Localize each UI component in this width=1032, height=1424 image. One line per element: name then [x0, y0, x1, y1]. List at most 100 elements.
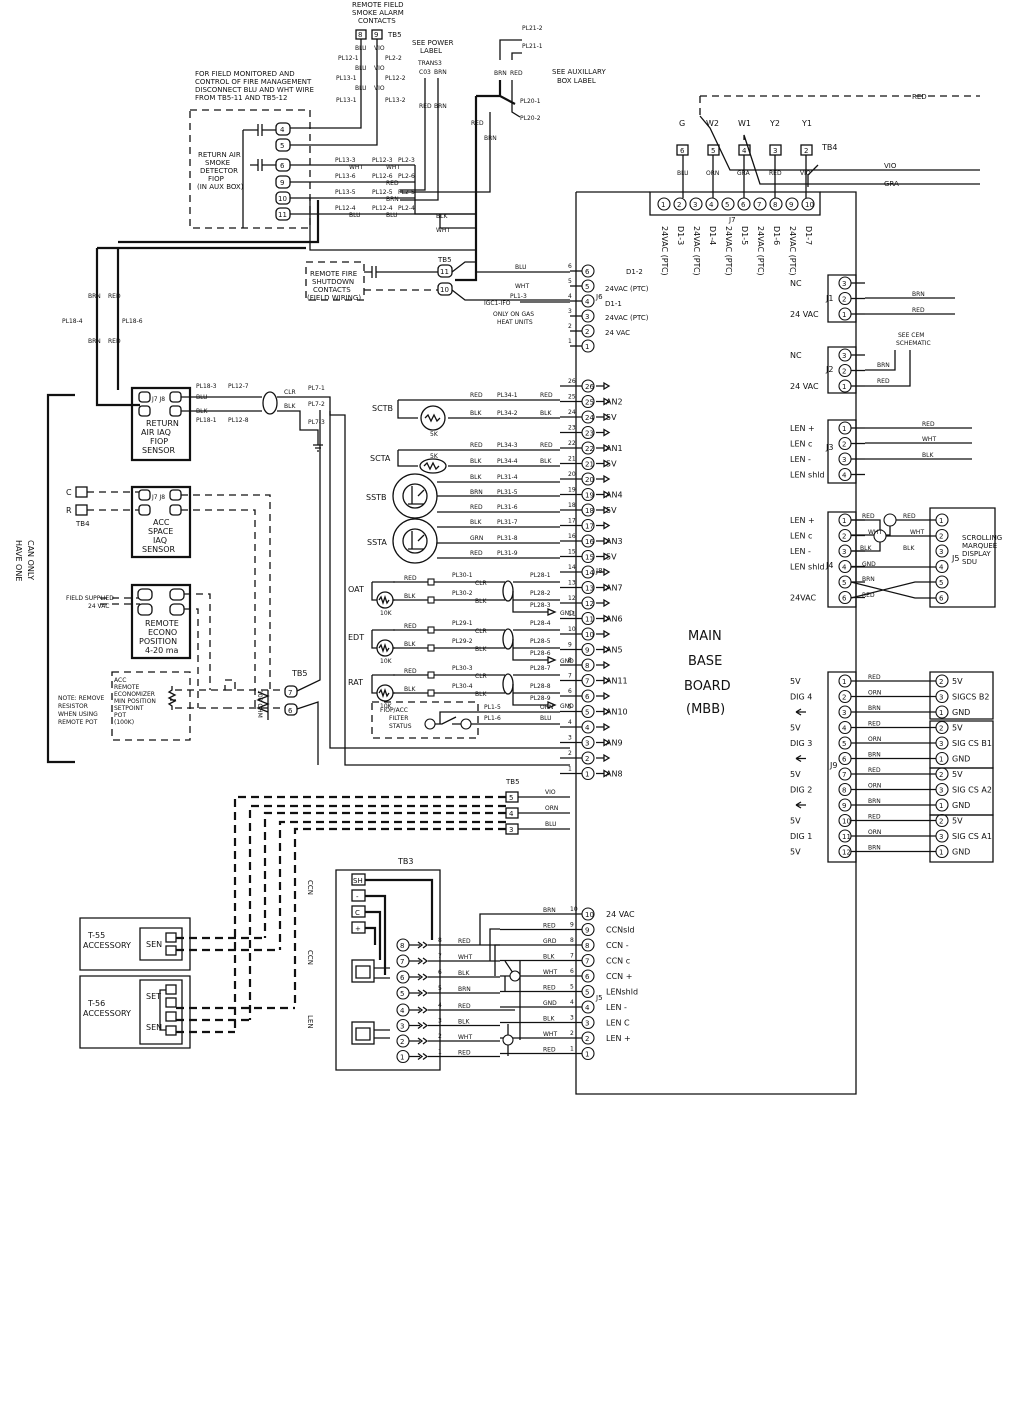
pl18-wiring: BRN RED PL18-4 PL18-6 BRN RED — [62, 200, 320, 407]
t55-term-2 — [165, 945, 177, 956]
j7-pin-9 — [785, 197, 799, 211]
smoke-alarm-note-2: SMOKE ALARM — [352, 9, 404, 17]
j8-func-24: 5V — [606, 413, 617, 422]
sstb-grn: BRN — [470, 489, 483, 496]
cs-pin-7-label: 2 — [939, 771, 943, 779]
filter-pl1: PL1-5 — [484, 704, 501, 711]
cs-func-9: GND — [952, 801, 970, 810]
j8-pin-8-label: 8 — [585, 662, 589, 670]
j8-pin-10-label: 10 — [585, 631, 594, 639]
j4-pin-5-label: 5 — [842, 579, 846, 587]
scta-pl2: PL34-4 — [497, 458, 518, 465]
j8-pin-19-label: 19 — [585, 492, 594, 500]
len-shield — [502, 1034, 514, 1046]
ccn-run-8 — [409, 941, 500, 949]
j9-color-1: RED — [868, 674, 881, 681]
j7-func-2: D1-3 — [676, 226, 685, 245]
cs-pin-6-label: 1 — [939, 756, 943, 764]
tb4-orn: ORN — [706, 170, 719, 177]
ccn-run-1 — [409, 1052, 500, 1061]
j8-num-14: 14 — [568, 564, 576, 571]
oat-blk2: BLK — [475, 598, 487, 605]
j9-pin-6-label: 6 — [842, 756, 847, 764]
smoke-terminal-4-label: 4 — [280, 126, 285, 134]
sstb-blk: BLK — [470, 474, 482, 481]
j4-blk: BLK — [860, 545, 872, 552]
j6-pin-3-label: 3 — [585, 313, 589, 321]
ccn-num-6: 6 — [438, 969, 442, 976]
j3-blk: BLK — [922, 452, 934, 459]
j9-color-6: BRN — [868, 752, 881, 759]
j5-num-8: 8 — [570, 937, 574, 944]
smoke-pl-e1: PL2-3 — [398, 157, 415, 164]
j8-func-25: AN2 — [606, 398, 623, 407]
j8-pin-14-label: 14 — [585, 569, 594, 577]
j8-pin-11-label: 11 — [585, 616, 594, 624]
sdu-blk: BLK — [903, 545, 915, 552]
j5-func-3: LEN C — [606, 1019, 630, 1028]
field-supplied-2: 24 VAC — [88, 603, 109, 610]
oat-gnd-arrow — [547, 608, 557, 616]
t56-term-2 — [165, 997, 177, 1008]
j7-pin-5 — [721, 197, 735, 211]
pot-label-2: REMOTE — [114, 684, 140, 691]
can-only-1: CAN ONLY — [26, 540, 35, 580]
j8-pin-2-label: 2 — [585, 755, 589, 763]
j8-arrow-13 — [596, 583, 611, 592]
j8-num-1: 1 — [568, 766, 572, 773]
smoke-pl-right-3: PL13-2 — [385, 97, 406, 104]
j6-num-1: 1 — [568, 338, 572, 345]
j8-arrow-3 — [596, 738, 611, 747]
j9-pin-8-label: 8 — [842, 787, 846, 795]
filter-orn: ORN — [540, 704, 553, 711]
oat-gnd: GND — [560, 610, 574, 617]
j8-num-8: 8 — [568, 657, 572, 664]
sctb-pl1: PL34-1 — [497, 392, 518, 399]
j8-num-6: 6 — [568, 688, 572, 695]
sstb-sensor: SSTB BLK BRN RED PL31-4 PL31-5 PL31-6 — [366, 473, 560, 519]
cs-func-10: 5V — [952, 817, 963, 826]
smoke-pl-left-3: PL13-1 — [336, 97, 357, 104]
j8-pin-4-label: 4 — [585, 724, 590, 732]
j8-arrow-10 — [596, 629, 611, 639]
j4-func-3: LEN - — [790, 547, 811, 556]
j6-pin-1-label: 1 — [585, 343, 589, 351]
smoke-pl-d1: WHT — [386, 164, 400, 171]
j1-wires — [865, 297, 955, 315]
sdu-box — [929, 507, 996, 608]
edt-pl-4: PL28-5 — [530, 638, 551, 645]
j6-pin-6-label: 6 — [585, 268, 590, 276]
tb4-thermostat: RED G W2 W1 Y2 Y1 TB4 6 5 4 3 2 BLU ORN … — [676, 93, 980, 198]
j4-label: J4 — [825, 561, 833, 570]
acc-pin-1 — [138, 504, 151, 516]
j5-pin-10-label: 10 — [585, 911, 594, 919]
fire-mgmt-2: CONTROL OF FIRE MANAGEMENT — [195, 78, 312, 86]
t56-term-1 — [165, 984, 177, 995]
j5-color-4: GND — [543, 1000, 557, 1007]
ccn-run-2 — [409, 1037, 500, 1045]
smoke-pl-left-1: PL12-1 — [338, 55, 359, 62]
tb4-label: TB4 — [821, 143, 837, 152]
j8-func-1: AN8 — [606, 770, 623, 779]
cs-pin-12 — [935, 844, 949, 859]
j6-pin-5-label: 5 — [585, 283, 589, 291]
len-pin-2-label: 2 — [400, 1038, 404, 1046]
tb3-plus-label: + — [355, 925, 361, 933]
cs-func-7: 5V — [952, 770, 963, 779]
aux-pl20-2: PL20-2 — [520, 115, 541, 122]
j5-pin-7-label: 7 — [585, 958, 589, 966]
j6-label: J6 — [595, 293, 603, 301]
econo-line-1: REMOTE — [145, 619, 179, 628]
remote-min-position-pot: ACC REMOTE ECONOMIZER MIN POSITION SETPO… — [58, 410, 321, 765]
smoke-pin-9-label: 9 — [374, 31, 378, 39]
cs-pin-11-label: 3 — [939, 833, 943, 841]
edt-plug-2 — [427, 644, 435, 652]
smoke-terminal-4 — [275, 122, 291, 136]
tb4-pin-5-label: 5 — [711, 147, 715, 155]
filter-status: FIOP/ACC FILTER STATUS PL1-5 PL1-6 ORN B… — [371, 701, 560, 739]
j6-num-5: 5 — [568, 278, 572, 285]
j6-num-4: 4 — [568, 293, 572, 300]
j9-pin-7-label: 7 — [842, 771, 846, 779]
smoke-blk-label: BLK — [436, 213, 448, 220]
fire-shutdown-3: CONTACTS — [313, 286, 351, 294]
